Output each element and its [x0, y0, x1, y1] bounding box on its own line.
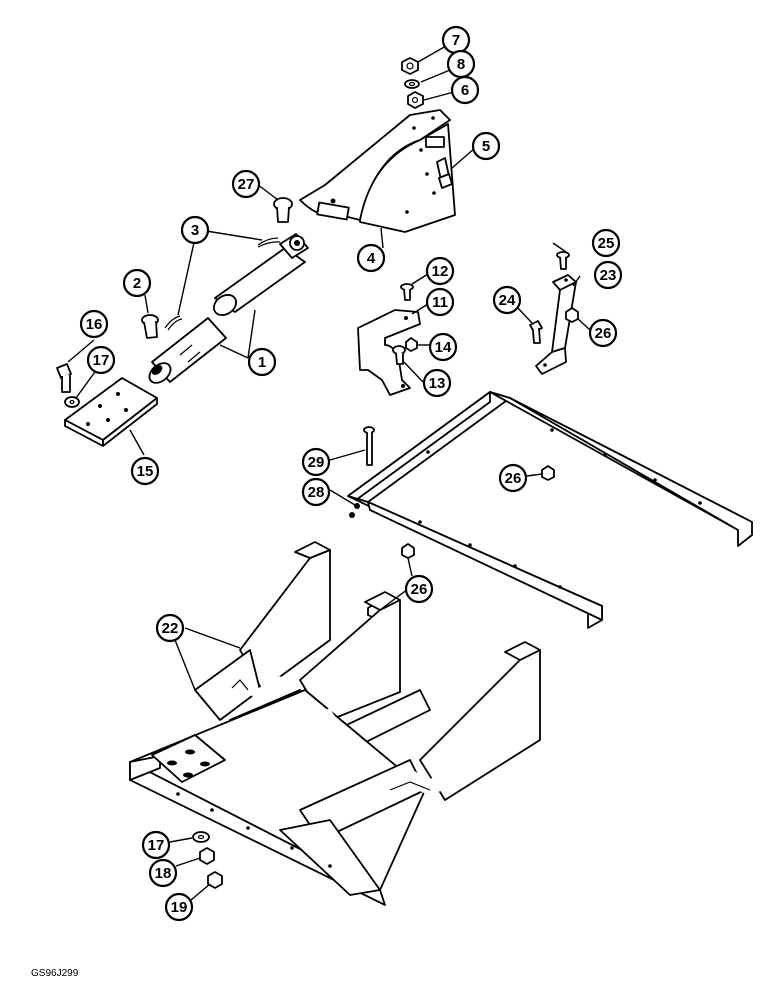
svg-text:12: 12 [432, 263, 449, 280]
cotter-pin-3a [257, 237, 279, 246]
svg-text:17: 17 [93, 352, 110, 369]
svg-text:17: 17 [148, 837, 165, 854]
callout-5: 5 [471, 131, 501, 161]
cotter-pin-3b [164, 315, 181, 329]
svg-text:11: 11 [432, 294, 448, 311]
mounting-bracket-4 [299, 109, 456, 233]
washer-17b [192, 831, 210, 843]
callout-16: 16 [79, 309, 109, 339]
sub-frame-22 [129, 541, 541, 906]
bolt-24 [529, 320, 543, 344]
svg-text:26: 26 [505, 470, 522, 487]
svg-text:8: 8 [457, 56, 465, 73]
bolt-16 [56, 363, 72, 393]
callout-14: 14 [428, 332, 458, 362]
callout-17-lower: 17 [141, 830, 171, 860]
nut-26a [565, 307, 579, 323]
callout-1: 1 [247, 347, 277, 377]
bracket-11 [357, 309, 421, 396]
bolt-29 [363, 426, 375, 466]
callout-26-upper-right: 26 [588, 318, 618, 348]
nut-14 [405, 337, 418, 352]
callout-23: 23 [593, 260, 623, 290]
svg-text:6: 6 [461, 82, 469, 99]
plate-15 [64, 377, 158, 447]
callout-27: 27 [231, 169, 261, 199]
nut-18 [199, 847, 215, 865]
strap-23 [535, 274, 577, 375]
svg-text:27: 27 [238, 176, 255, 193]
svg-text:3: 3 [191, 222, 199, 239]
callout-22: 22 [155, 613, 185, 643]
callout-26-lower: 26 [404, 574, 434, 604]
washer-17 [64, 396, 80, 408]
frame-28 [347, 391, 753, 629]
callout-2: 2 [122, 268, 152, 298]
bolt-5 [436, 157, 453, 189]
callout-3: 3 [180, 215, 210, 245]
callout-19: 19 [164, 892, 194, 922]
nut-26b [541, 465, 555, 481]
svg-text:2: 2 [133, 275, 141, 292]
svg-text:28: 28 [308, 484, 325, 501]
callout-26-frame: 26 [498, 463, 528, 493]
svg-text:15: 15 [137, 463, 154, 480]
svg-text:25: 25 [598, 235, 615, 252]
callout-15: 15 [130, 456, 160, 486]
svg-text:19: 19 [171, 899, 188, 916]
callout-13: 13 [422, 368, 452, 398]
washer-8 [404, 79, 420, 89]
nut-7 [401, 57, 419, 75]
svg-text:4: 4 [367, 250, 376, 267]
svg-text:5: 5 [482, 138, 490, 155]
callout-7: 7 [441, 25, 471, 55]
svg-text:22: 22 [162, 620, 179, 637]
callout-25: 25 [591, 228, 621, 258]
bolt-25 [556, 251, 570, 270]
drawing-code: GS96J299 [31, 968, 79, 979]
nut-6 [407, 91, 424, 109]
callout-4: 4 [356, 243, 386, 273]
callout-24: 24 [492, 285, 522, 315]
svg-text:16: 16 [86, 316, 103, 333]
hydraulic-cylinder-1 [148, 233, 309, 384]
callout-28: 28 [301, 477, 331, 507]
svg-text:23: 23 [600, 267, 617, 284]
callout-11: 11 [425, 287, 455, 317]
callout-6: 6 [450, 75, 480, 105]
svg-text:7: 7 [452, 32, 460, 49]
bolt-13 [392, 345, 406, 365]
nut-19 [207, 871, 223, 889]
nut-26c [401, 543, 415, 559]
svg-text:13: 13 [429, 375, 446, 392]
callout-8: 8 [446, 49, 476, 79]
svg-text:1: 1 [258, 354, 266, 371]
pin-2 [141, 314, 159, 339]
callout-29: 29 [301, 447, 331, 477]
svg-text:26: 26 [595, 325, 612, 342]
svg-text:26: 26 [411, 581, 428, 598]
callout-18: 18 [148, 858, 178, 888]
svg-text:18: 18 [155, 865, 172, 882]
svg-text:24: 24 [499, 292, 516, 309]
svg-text:14: 14 [435, 339, 452, 356]
leader-lines [67, 45, 591, 901]
callout-17-upper: 17 [86, 345, 116, 375]
pin-27 [273, 197, 293, 223]
svg-text:29: 29 [308, 454, 325, 471]
callout-12: 12 [425, 256, 455, 286]
bolt-12 [400, 283, 414, 301]
